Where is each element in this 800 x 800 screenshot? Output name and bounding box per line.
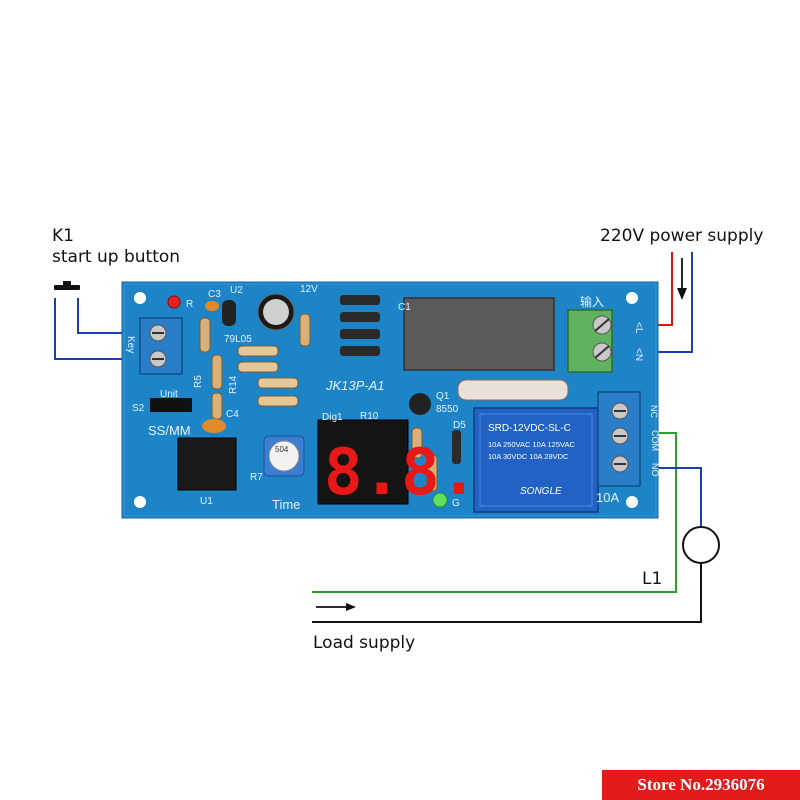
mount-hole — [626, 496, 638, 508]
silk-unit: Unit — [160, 389, 178, 400]
resistors — [199, 313, 438, 492]
load-wire-return — [312, 563, 702, 623]
silk-mode: SS/MM — [148, 423, 191, 438]
mount-hole — [626, 292, 638, 304]
power-supply-label: 220V power supply — [600, 226, 764, 246]
load-supply-label: Load supply — [313, 633, 416, 653]
capacitor-c4 — [202, 419, 226, 433]
pcb-silkscreen: R C3 U2 12V C1 输入 79L05 Key R5 R14 Unit … — [125, 284, 660, 512]
relay-brand: SONGLE — [520, 486, 562, 497]
display-digits: 8.8. — [324, 436, 478, 510]
silk-n: <N — [633, 348, 644, 361]
led-red — [167, 295, 181, 309]
capacitor-c3 — [205, 301, 219, 311]
capacitor-c1 — [403, 297, 555, 371]
silk-time: Time — [272, 497, 300, 512]
key-terminal-block — [139, 317, 183, 375]
power-resistor — [457, 379, 569, 401]
silk-transistor: 8550 — [436, 404, 459, 415]
load-arrow — [316, 603, 356, 611]
seven-segment-display — [317, 419, 409, 505]
transistor-q1 — [409, 393, 431, 415]
silk-l: <L — [633, 322, 644, 334]
silk-r5: R5 — [193, 375, 204, 388]
silk-no: NO — [650, 463, 660, 477]
silk-c1: C1 — [398, 302, 411, 313]
silk-nc: NC — [649, 405, 659, 418]
jumper-s2 — [150, 398, 192, 412]
diodes — [340, 295, 461, 464]
relay-model: SRD-12VDC-SL-C — [488, 423, 571, 434]
led-green — [432, 492, 448, 508]
silk-regulator: 79L05 — [224, 334, 252, 345]
silk-c3: C3 — [208, 289, 221, 300]
relay-rating-2: 10A 30VDC 10A 28VDC — [488, 452, 569, 461]
silk-com: COM — [650, 430, 660, 451]
k1-wire-upper — [77, 298, 140, 334]
silk-u1: U1 — [200, 496, 213, 507]
silk-r: R — [186, 299, 193, 310]
regulator-u2 — [222, 300, 236, 326]
silk-relay-current: 10A — [596, 490, 619, 505]
k1-label: K1 — [52, 226, 74, 246]
load-lamp-icon — [682, 526, 720, 564]
silk-d5: D5 — [453, 420, 466, 431]
mount-hole — [134, 496, 146, 508]
mount-hole — [134, 292, 146, 304]
k1-wire-lower — [54, 298, 140, 360]
silk-key: Key — [125, 336, 136, 353]
relay-rating-1: 10A 250VAC 10A 125VAC — [488, 440, 575, 449]
ic-u1 — [177, 437, 237, 491]
silk-r14: R14 — [228, 375, 239, 394]
power-arrow — [677, 258, 687, 300]
store-badge: Store No.2936076 — [602, 770, 800, 800]
output-terminal-block — [597, 391, 641, 487]
silk-12v: 12V — [300, 284, 318, 295]
silk-r10: R10 — [360, 411, 379, 422]
push-button-icon — [54, 281, 80, 290]
silk-g: G — [452, 498, 460, 509]
silk-input: 输入 — [580, 294, 604, 309]
silk-dig1: Dig1 — [322, 412, 343, 423]
start-button-label: start up button — [52, 247, 181, 267]
silk-s2: S2 — [132, 403, 145, 414]
silk-model: JK13P-A1 — [325, 378, 385, 393]
l1-label: L1 — [642, 569, 663, 589]
power-terminal-block — [567, 309, 613, 373]
silk-c4: C4 — [226, 409, 239, 420]
silk-q1: Q1 — [436, 391, 450, 402]
silk-u2: U2 — [230, 285, 243, 296]
silk-r7: R7 — [250, 472, 263, 483]
pot-value: 504 — [275, 445, 289, 454]
potentiometer-r7 — [263, 435, 305, 477]
pcb-board — [121, 281, 659, 519]
